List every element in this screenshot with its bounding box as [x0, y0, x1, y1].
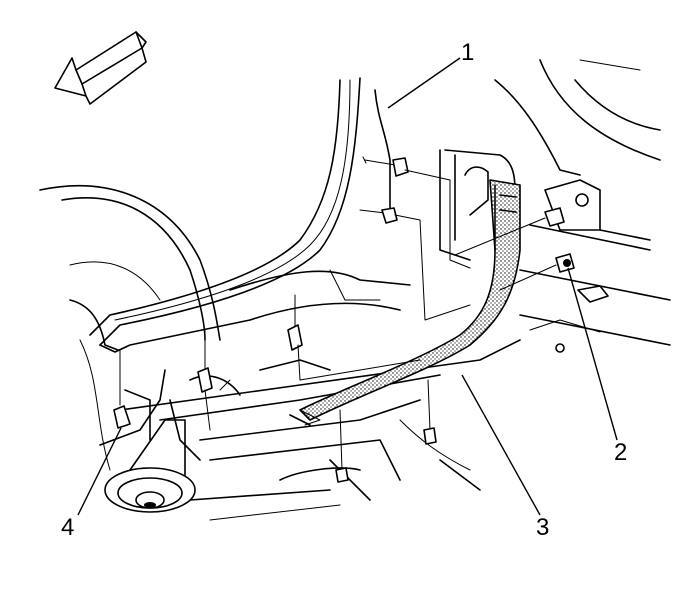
callout-leaders: [77, 57, 618, 516]
sill-seal-part: [299, 179, 521, 426]
quarter-panel-outline: [439, 59, 661, 261]
floor-panel: [189, 414, 481, 521]
callout-2: 2: [614, 439, 627, 466]
callout-1: 1: [461, 39, 474, 66]
callout-4: 4: [61, 514, 74, 541]
body-pillar-panel: [89, 77, 391, 353]
wheel-hub: [99, 369, 201, 513]
wheel-house-outline: [39, 184, 221, 471]
retainer-clips: [113, 156, 575, 483]
front-direction-arrow-icon: [54, 31, 147, 105]
striker-bracket: [519, 179, 671, 353]
callout-3: 3: [536, 514, 549, 541]
